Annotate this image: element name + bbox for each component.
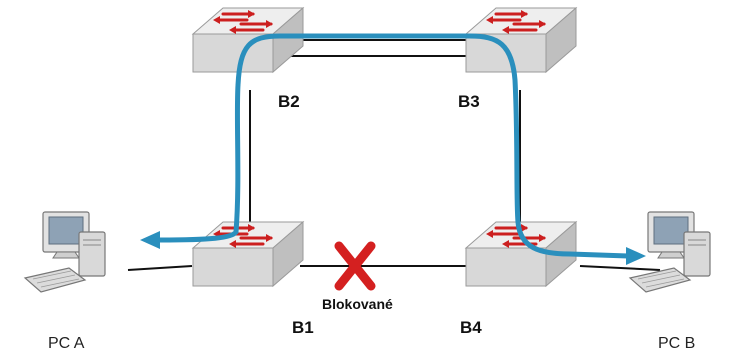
network-switch-icon — [191, 220, 305, 288]
link-pca-b1 — [127, 265, 193, 271]
desktop-computer-icon — [24, 211, 106, 293]
path-line — [233, 33, 631, 259]
desktop-computer-icon — [629, 211, 711, 293]
label-pc-a: PC A — [48, 335, 85, 352]
label-b2: B2 — [278, 92, 300, 111]
label-b1: B1 — [292, 318, 314, 337]
label-b3: B3 — [458, 92, 480, 111]
arrow-head-left — [140, 231, 160, 249]
switch-b2 — [191, 6, 305, 74]
network-switch-icon — [191, 6, 305, 74]
label-blocked: Blokované — [322, 296, 393, 312]
pc-a — [24, 211, 106, 293]
switch-b3 — [464, 6, 578, 74]
link-b4-pcb — [579, 265, 661, 271]
blocked-x-icon — [334, 241, 376, 291]
path-line-b1-to-pca — [157, 229, 239, 243]
label-b4: B4 — [460, 318, 482, 337]
network-switch-icon — [464, 6, 578, 74]
switch-b1 — [191, 220, 305, 288]
traffic-path — [140, 33, 646, 265]
label-pc-b: PC B — [658, 335, 695, 352]
arrow-head-right — [626, 247, 646, 265]
pc-b — [629, 211, 711, 293]
